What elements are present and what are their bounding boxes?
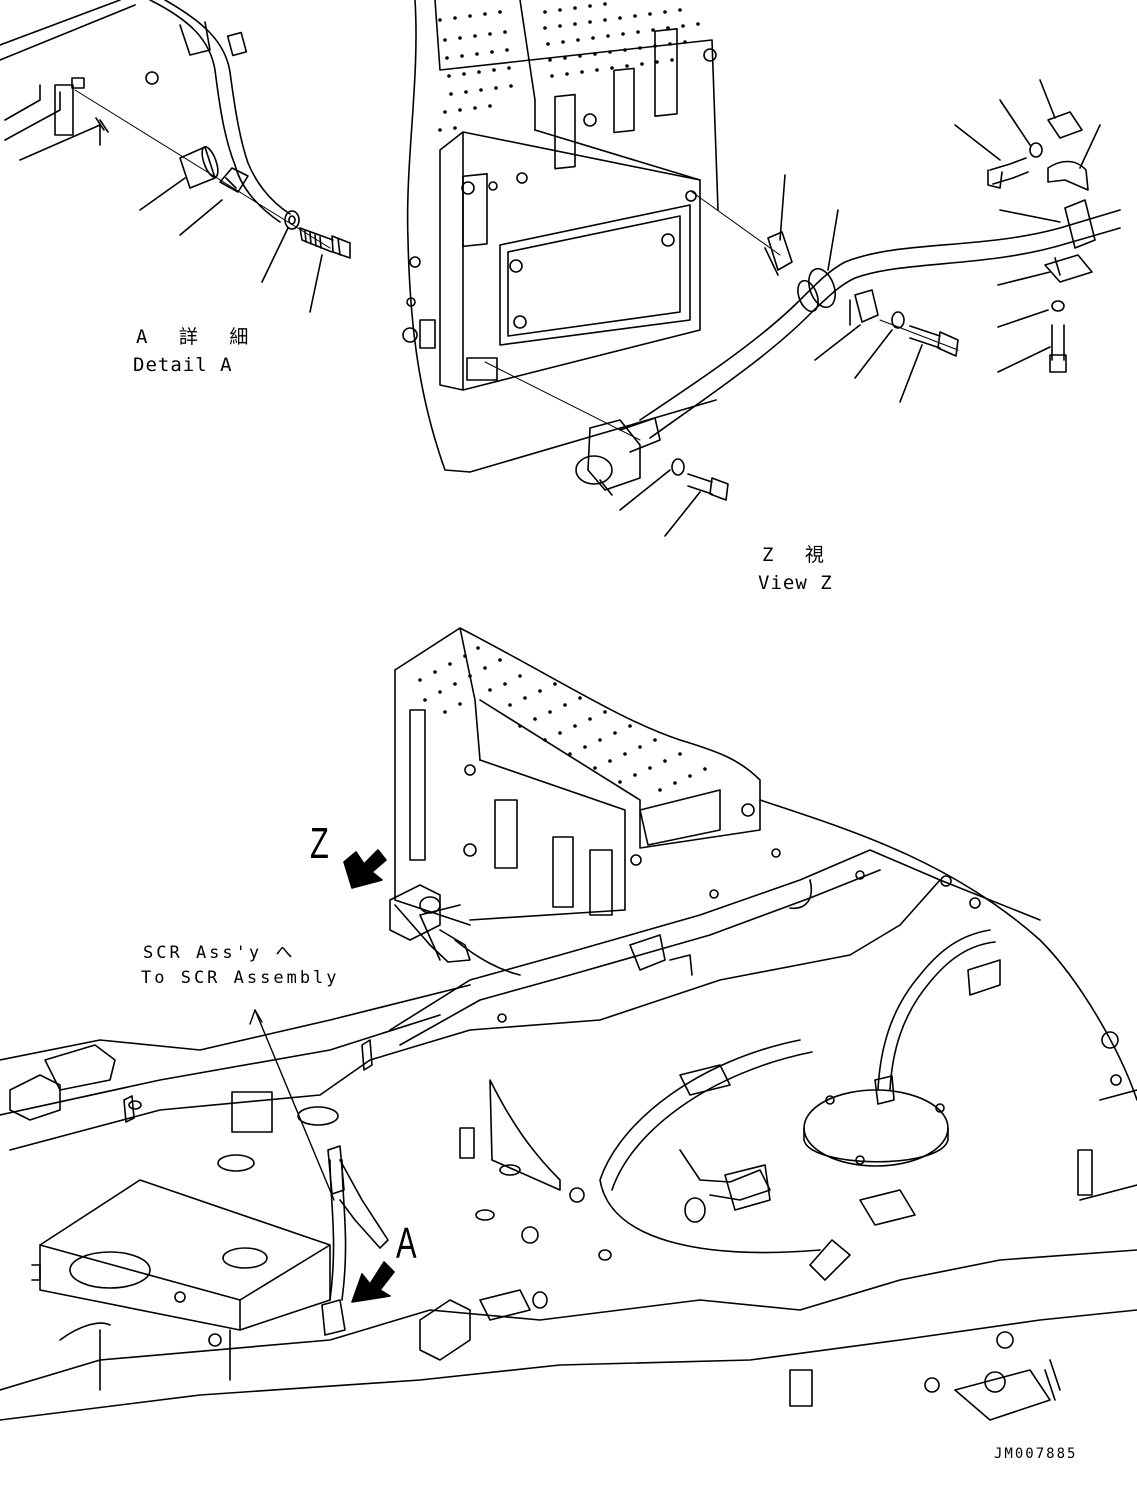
view-z-title-jp: Z 視	[762, 544, 834, 566]
bolt-top	[987, 157, 1029, 189]
tank-fitting	[389, 884, 441, 941]
bolt-view-z-2	[909, 325, 959, 357]
frame-outline	[0, 799, 1137, 1116]
cover-plate	[499, 204, 691, 346]
perforation-grid	[438, 2, 700, 132]
washer-view-z-1	[671, 458, 685, 476]
detail-a-title-en: Detail A	[133, 354, 233, 376]
clamp-lower	[1044, 254, 1093, 283]
tank-front-panel	[439, 131, 701, 391]
scr-note-line2: To SCR Assembly	[141, 968, 340, 988]
frame-stud	[145, 71, 159, 85]
frame-rail-upper	[389, 849, 1041, 1046]
bracket-view-z	[849, 289, 879, 326]
tank-outline	[406, 0, 717, 473]
detail-a-title-jp: A 詳 細	[136, 326, 259, 348]
washer-right	[1051, 300, 1065, 312]
detail-a-drawing	[0, 0, 351, 313]
washer-top	[1029, 142, 1043, 158]
swing-block	[39, 1179, 331, 1331]
washer-view-z-2	[891, 311, 905, 329]
scr-note-line1: SCR Ass'y へ	[143, 943, 296, 963]
marker-z: Z	[310, 819, 329, 868]
callout-arrow-icon	[351, 1261, 395, 1303]
main-assembly-drawing	[0, 627, 1137, 1421]
nut-top	[1047, 111, 1083, 139]
hose-to-tank	[877, 929, 996, 1091]
hose-clamp-view-z-1	[764, 231, 793, 276]
view-z-title-en: View Z	[758, 572, 833, 594]
hose-clamp-detail-a	[219, 167, 249, 193]
bolt-view-z-1	[687, 473, 729, 501]
clamp-upper	[1047, 160, 1089, 191]
hose-grommet	[808, 267, 836, 309]
hose-fitting	[587, 419, 641, 491]
bolt-right	[1049, 324, 1067, 373]
frame-post	[54, 84, 74, 136]
bolt-detail-a	[299, 227, 334, 253]
grommet-right	[1064, 199, 1096, 249]
scr-pointer-line	[254, 1009, 335, 1201]
scr-pointer-arrowhead	[249, 1009, 263, 1025]
spacer-sleeve	[179, 146, 216, 189]
tank-body	[394, 627, 761, 926]
drawing-number: JM007885	[994, 1446, 1078, 1462]
view-z-drawing	[402, 0, 1121, 537]
marker-a: A	[396, 1219, 417, 1268]
hose-view-z	[639, 209, 1121, 439]
center-bracket	[489, 1079, 561, 1191]
callout-arrow-icon	[343, 849, 387, 889]
washer-detail-a	[284, 210, 300, 230]
